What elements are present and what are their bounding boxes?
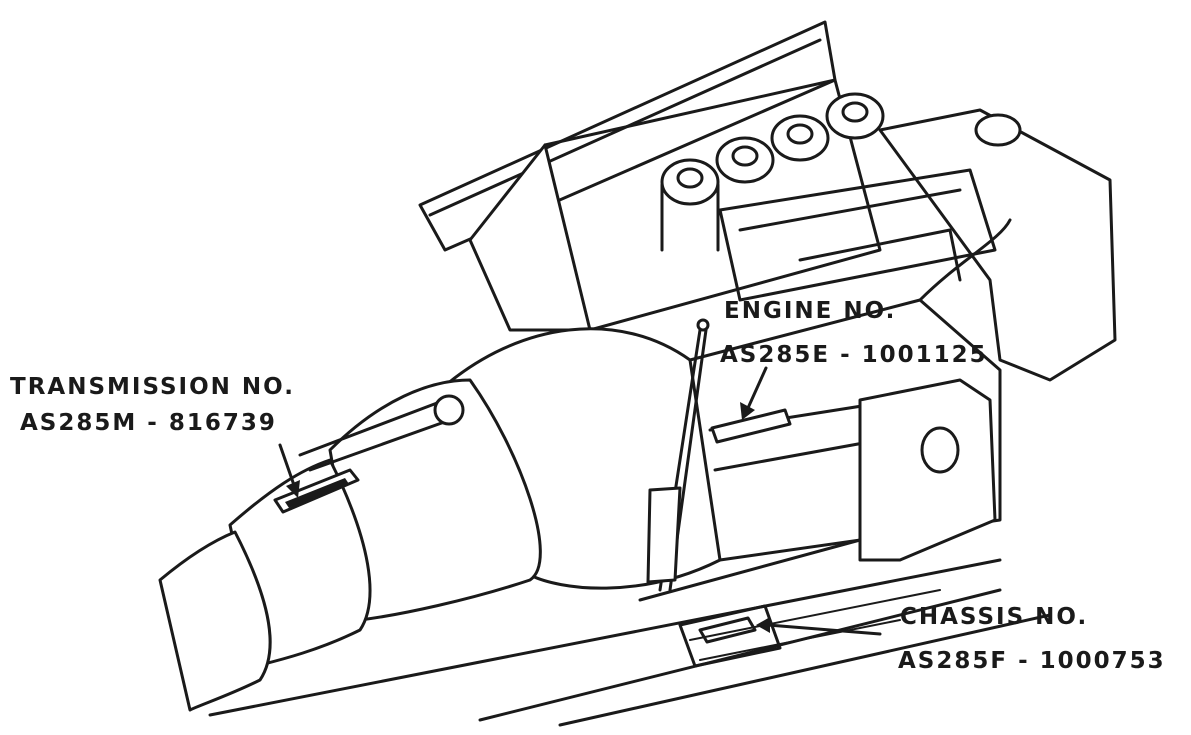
chassis-plate: [678, 604, 782, 668]
transmission-arrow: [278, 443, 300, 498]
chassis-title: CHASSIS NO.: [900, 604, 1089, 630]
chassis-arrow: [756, 617, 882, 636]
engine-number: AS285E - 1001125: [720, 342, 988, 368]
engine-block: [718, 108, 1117, 382]
linkage-rod: [298, 318, 710, 592]
transmission-plate: [273, 468, 360, 514]
engine-arrow: [740, 366, 768, 420]
transmission-title: TRANSMISSION NO.: [10, 374, 295, 400]
frame-rails: [208, 538, 1052, 727]
mount-bracket: [858, 378, 997, 562]
engine-title: ENGINE NO.: [724, 298, 897, 324]
engine-plate: [710, 408, 792, 444]
chassis-number: AS285F - 1000753: [898, 648, 1166, 674]
injector-cylinders: [660, 92, 885, 252]
transmission-number: AS285M - 816739: [20, 410, 277, 436]
cylinder-head: [418, 20, 882, 332]
